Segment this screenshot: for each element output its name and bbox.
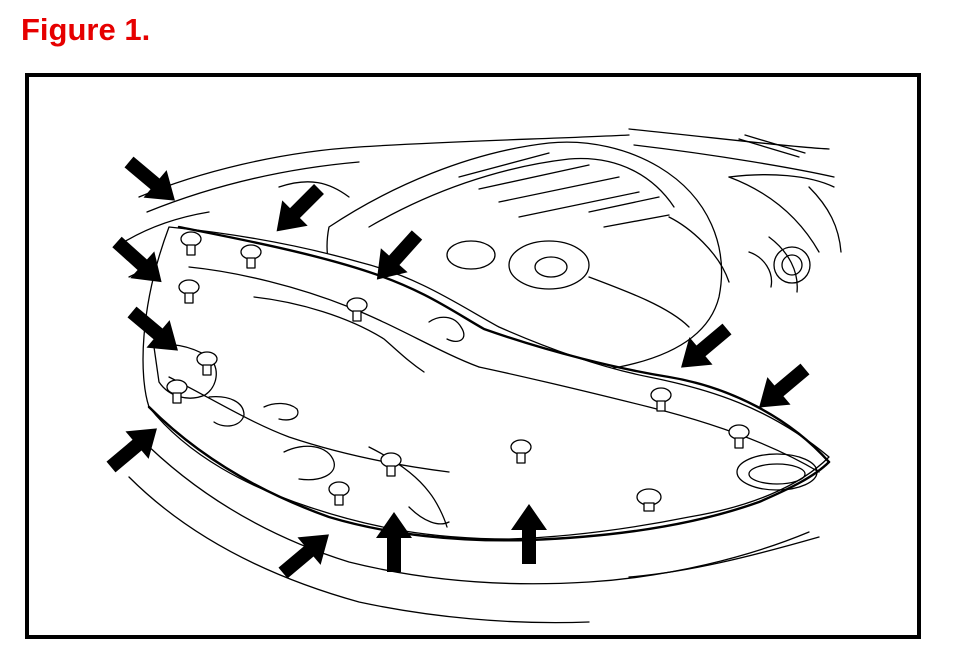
engine-cover-diagram	[106, 128, 842, 624]
clip	[510, 439, 532, 464]
arrow-pointer	[376, 512, 412, 572]
clip	[180, 231, 202, 256]
clip	[178, 279, 200, 304]
clip	[166, 379, 188, 404]
clip	[240, 244, 262, 269]
radiator-cover-panel	[128, 225, 831, 624]
arrow-pointer	[112, 236, 162, 283]
arrows	[106, 156, 810, 579]
arrow-pointer	[376, 230, 423, 280]
arrow-pointer	[124, 156, 175, 201]
arrow-pointer	[127, 306, 178, 351]
arrow-pointer	[511, 504, 547, 564]
clip	[636, 488, 662, 512]
clip	[196, 351, 218, 376]
figure-title: Figure 1.	[21, 12, 151, 47]
engine-bay-details	[668, 176, 842, 293]
clip	[650, 387, 672, 412]
arrow-pointer	[106, 428, 157, 473]
clips	[166, 231, 750, 512]
clip	[346, 297, 368, 322]
clip	[728, 424, 750, 449]
arrow-pointer	[276, 184, 324, 232]
diagram-frame	[25, 73, 921, 639]
hood-lines	[138, 128, 835, 213]
arrow-pointer	[278, 534, 329, 579]
arrow-pointer	[759, 363, 810, 408]
arrow-pointer	[681, 323, 732, 368]
clip	[380, 452, 402, 477]
clip	[328, 481, 350, 506]
